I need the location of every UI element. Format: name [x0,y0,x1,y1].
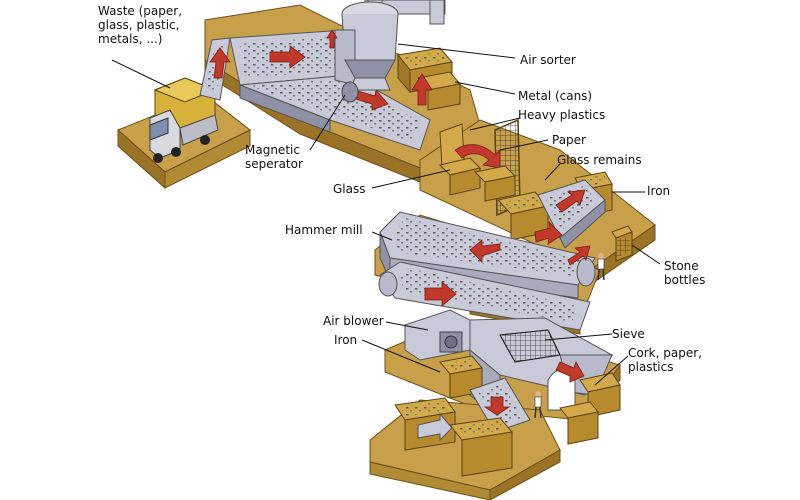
bin-stone-bottles [611,225,633,262]
label-hammer-mill: Hammer mill [285,223,363,237]
label-glass: Glass [333,182,366,196]
magnetic-separator-drum [341,81,359,103]
label-air-sorter: Air sorter [520,53,576,67]
bin-cork-paper-plastics [559,372,621,445]
air-blower-machine [404,309,471,361]
label-waste: Waste (paper, glass, plastic, metals, ..… [98,4,183,46]
label-iron-upper: Iron [647,184,671,198]
bin-bottom-left [394,397,456,451]
truck-icon [149,77,219,163]
label-cork-paper-plastics: Cork, paper, plastics [628,346,702,374]
label-sieve: Sieve [612,327,645,341]
bottom-conveyor [469,377,531,433]
label-glass-remains: Glass remains [557,153,642,167]
label-heavy-plastics: Heavy plastics [518,108,606,122]
worker-icon [534,391,542,419]
bin-paper [473,165,517,202]
label-air-blower: Air blower [323,314,384,328]
worker-icon [597,253,605,281]
label-magnetic-separator: Magnetic seperator [245,143,303,171]
label-metal-cans: Metal (cans) [518,89,593,103]
label-paper: Paper [552,133,586,147]
arrow-icon [411,73,433,106]
bin-bottom-center [449,417,513,477]
label-iron-lower: Iron [334,333,358,347]
label-stone-bottles: Stone bottles [664,259,706,287]
hammer-mill [379,211,596,299]
bin-glass [439,157,481,196]
air-sorter-machine [326,0,446,91]
arrow-icon [454,144,501,169]
leader-lines [111,43,661,386]
middle-right-conveyor [534,179,606,249]
